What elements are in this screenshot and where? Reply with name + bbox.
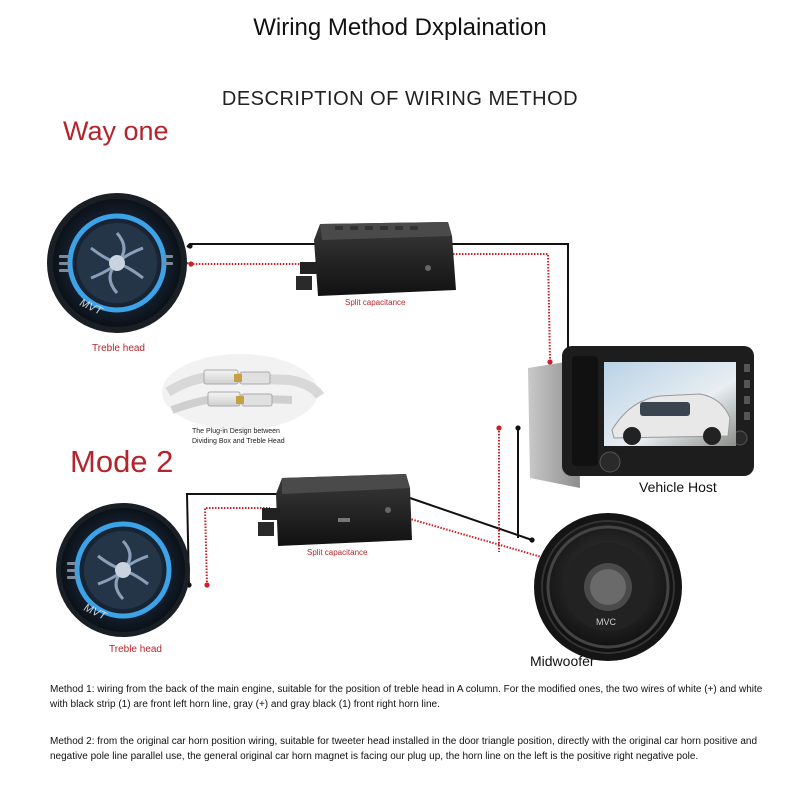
- crossover-box-icon: [258, 474, 412, 546]
- plug-in-caption-line-1: The Plug-in Design between: [192, 428, 280, 435]
- red-wire-tweeter-to-crossover-2: [203, 507, 270, 586]
- page-subtitle: DESCRIPTION OF WIRING METHOD: [221, 88, 579, 110]
- section-label-way-one: Way one: [63, 116, 169, 146]
- vehicle-host-label: Vehicle Host: [639, 479, 717, 495]
- black-wire-tweeter-to-crossover-1: [186, 243, 320, 248]
- car-stereo-icon: [528, 346, 754, 488]
- wire-node: [547, 359, 553, 365]
- crossover-box-icon: [296, 222, 456, 296]
- plug-connector-icon: [162, 354, 325, 430]
- method-2-description: Method 2: from the original car horn pos…: [50, 736, 758, 762]
- split-capacitance-label-2: Split capacitance: [307, 548, 368, 557]
- red-wire-tweeter-to-crossover-1: [186, 262, 310, 265]
- treble-head-label-1: Treble head: [92, 343, 145, 354]
- wire-node: [187, 243, 193, 249]
- woofer-icon: MVC: [534, 513, 682, 661]
- section-label-mode-two: Mode 2: [70, 444, 174, 479]
- red-wire-crossover-2-to-woofer: [399, 515, 546, 559]
- wires-mode-two: [185, 428, 546, 586]
- tweeter-icon: MVT: [47, 193, 187, 333]
- wire-node: [515, 425, 521, 431]
- midwoofer-label: Midwoofer: [530, 653, 595, 669]
- treble-head-label-2: Treble head: [109, 644, 162, 655]
- black-wire-crossover-1-to-host: [450, 243, 569, 357]
- wire-node: [188, 261, 194, 267]
- black-wire-crossover-2-to-woofer: [409, 497, 533, 541]
- black-wire-tweeter-to-crossover-2: [185, 493, 280, 586]
- wire-node: [204, 582, 210, 588]
- tweeter-icon: MVT: [56, 503, 190, 637]
- split-capacitance-label-1: Split capacitance: [345, 298, 406, 307]
- method-1-description: Method 1: wiring from the back of the ma…: [50, 684, 763, 710]
- wire-node: [496, 425, 502, 431]
- wire-node: [529, 537, 535, 543]
- page-title: Wiring Method Dxplaination: [253, 14, 547, 41]
- plug-in-caption-line-2: Dividing Box and Treble Head: [192, 438, 285, 445]
- woofer-brand-logo: MVC: [596, 617, 617, 627]
- red-wire-crossover-1-to-host: [450, 253, 551, 363]
